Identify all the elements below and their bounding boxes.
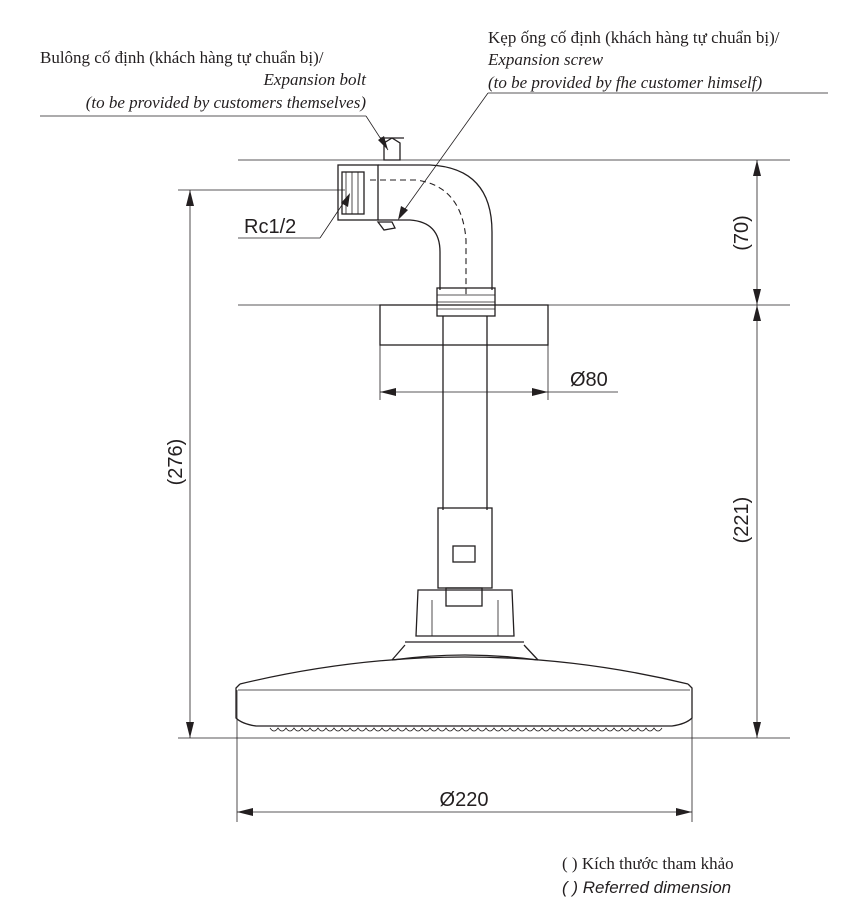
leader-lines bbox=[40, 92, 828, 239]
total-height-value: (276) bbox=[165, 439, 187, 486]
arm-pipe bbox=[442, 316, 488, 510]
thread-label: Rc1/2 bbox=[244, 216, 296, 238]
shower-head bbox=[235, 641, 693, 732]
dimension-flange-diameter bbox=[380, 388, 618, 396]
bolt-label-vi: Bulông cố định (khách hàng tự chuẩn bị)/ bbox=[40, 48, 324, 67]
elbow-connector bbox=[337, 137, 496, 317]
spray-nozzles bbox=[269, 727, 663, 732]
dimension-top-height bbox=[753, 160, 761, 305]
screw-label-en-note: (to be provided by fhe customer himself) bbox=[488, 73, 762, 92]
note-label-vi: ( ) Kích thước tham khảo bbox=[562, 854, 734, 873]
dimension-total-height bbox=[186, 190, 194, 738]
dimension-arm-height bbox=[753, 305, 761, 738]
dimension-head-diameter bbox=[237, 808, 692, 816]
bolt-label-en-note: (to be provided by customers themselves) bbox=[86, 93, 367, 112]
top-height-value: (70) bbox=[731, 215, 753, 251]
bolt-label-en: Expansion bolt bbox=[263, 70, 368, 89]
flange-diameter-value: Ø80 bbox=[570, 369, 608, 391]
screw-label-en: Expansion screw bbox=[487, 50, 604, 69]
screw-label-vi: Kẹp ống cố định (khách hàng tự chuẩn bị)… bbox=[488, 28, 780, 47]
swivel-joint bbox=[415, 507, 515, 637]
note-label-en: ( ) Referred dimension bbox=[562, 878, 731, 897]
arm-height-value: (221) bbox=[731, 497, 753, 544]
extension-lines bbox=[178, 159, 790, 822]
head-diameter-value: Ø220 bbox=[440, 789, 489, 811]
ceiling-flange bbox=[379, 304, 549, 346]
